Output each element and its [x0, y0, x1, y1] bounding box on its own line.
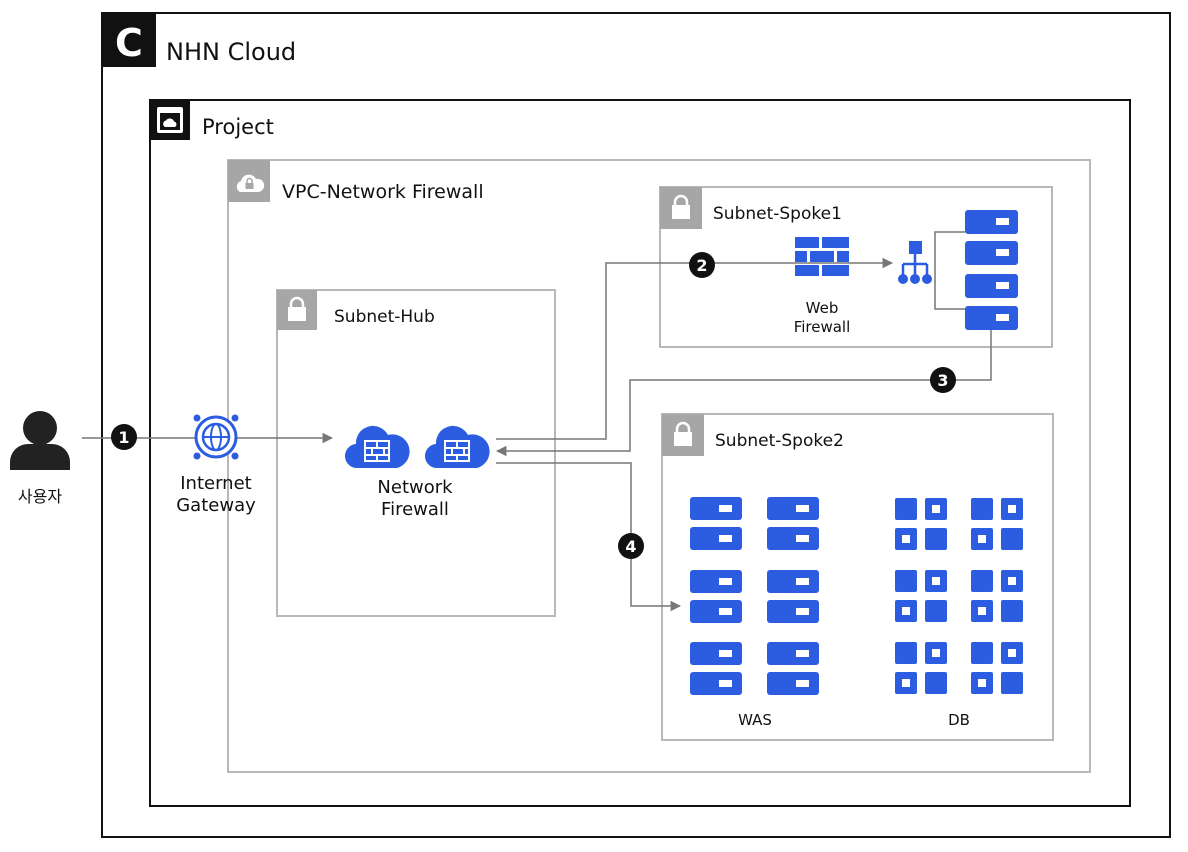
load-balancer-icon	[898, 241, 932, 284]
user-icon	[10, 411, 70, 470]
database-icon	[971, 498, 1023, 550]
web-firewall-label-2: Firewall	[794, 318, 851, 336]
network-firewall-label-1: Network	[377, 477, 453, 498]
subnet-hub-lock-icon	[277, 290, 317, 330]
server-icon	[767, 600, 819, 623]
vpc-title: VPC-Network Firewall	[282, 181, 484, 203]
subnet-spoke1-boundary	[659, 186, 1053, 348]
server-icon	[965, 274, 1018, 298]
svg-text:4: 4	[625, 537, 636, 556]
cloud-title: NHN Cloud	[166, 38, 296, 66]
server-icon	[767, 672, 819, 695]
svg-text:3: 3	[937, 371, 948, 390]
database-icon	[895, 570, 947, 622]
server-icon	[690, 527, 742, 550]
server-icon	[690, 642, 742, 665]
server-icon	[965, 306, 1018, 330]
subnet-spoke1-title: Subnet-Spoke1	[713, 204, 842, 224]
server-icon	[690, 600, 742, 623]
server-icon	[767, 497, 819, 520]
flow-firewall-to-web-firewall	[496, 257, 894, 440]
step-marker-4: 4	[618, 533, 644, 559]
database-icon	[895, 642, 947, 694]
subnet-spoke2-title: Subnet-Spoke2	[715, 431, 844, 451]
project-boundary	[149, 99, 1131, 807]
server-icon	[690, 570, 742, 593]
cloud-boundary	[101, 12, 1171, 838]
internet-gateway-icon	[193, 414, 239, 460]
step-marker-3: 3	[930, 367, 956, 393]
subnet-spoke2-lock-icon	[662, 414, 704, 456]
vpc-cloud-lock-icon	[236, 174, 265, 192]
web-firewall-label-1: Web	[806, 299, 839, 317]
step-marker-2: 2	[689, 252, 715, 278]
internet-gateway-label-1: Internet	[180, 473, 251, 494]
server-icon	[965, 210, 1018, 234]
cloud-logo	[102, 13, 156, 67]
database-icon	[895, 498, 947, 550]
was-servers	[690, 497, 819, 695]
database-icon	[971, 642, 1023, 694]
flow-spoke1-return	[495, 330, 992, 457]
network-firewall-icon-2	[424, 425, 490, 469]
step-marker-1: 1	[111, 424, 137, 450]
web-firewall-icon	[795, 237, 849, 276]
server-icon	[690, 497, 742, 520]
db-icons	[895, 498, 1023, 694]
server-icon	[690, 672, 742, 695]
subnet-spoke1-lock-icon	[660, 187, 702, 229]
network-firewall-icon-1	[344, 425, 410, 469]
database-icon	[971, 570, 1023, 622]
project-window-icon	[157, 107, 183, 133]
svg-text:1: 1	[118, 428, 129, 447]
project-title: Project	[202, 115, 274, 139]
server-icon	[767, 642, 819, 665]
spoke1-servers	[965, 210, 1018, 330]
server-icon	[965, 241, 1018, 265]
db-label: DB	[948, 711, 970, 729]
flow-firewall-to-was	[496, 462, 682, 612]
was-label: WAS	[738, 711, 772, 729]
user-label: 사용자	[18, 487, 62, 506]
subnet-hub-boundary	[276, 289, 556, 617]
subnet-spoke2-boundary	[661, 413, 1054, 741]
lb-to-servers	[934, 231, 965, 310]
vpc-boundary	[227, 159, 1091, 773]
internet-gateway-label-2: Gateway	[176, 495, 256, 516]
server-icon	[767, 570, 819, 593]
network-firewall-label-2: Firewall	[381, 499, 449, 520]
cloud-logo-letter: C	[115, 21, 143, 65]
server-icon	[767, 527, 819, 550]
subnet-hub-title: Subnet-Hub	[334, 307, 435, 327]
svg-text:2: 2	[696, 256, 707, 275]
